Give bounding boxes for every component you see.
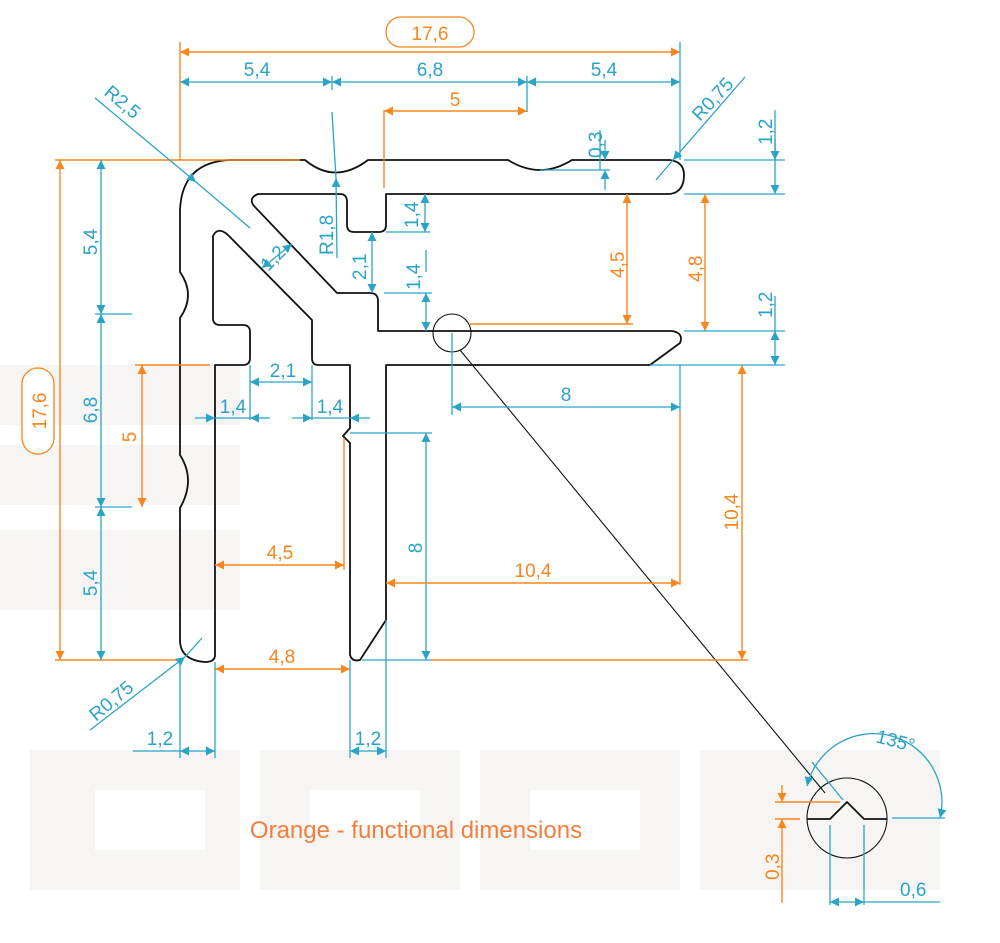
slot-lip-left-label: 1,4 — [220, 397, 247, 418]
slot-horizontal-dims: 2,1 1,4 1,4 — [195, 361, 370, 423]
slot-gap-h-label: 2,1 — [270, 361, 296, 382]
slot-gap-v-label: 2,1 — [350, 254, 371, 280]
left-dimensions: 17,6 5,4 6,8 5,4 5 — [21, 159, 300, 661]
detail-leader-line — [459, 349, 826, 794]
top-seg-mid-label: 6,8 — [417, 60, 443, 81]
left-seg-mid-label: 6,8 — [81, 397, 102, 423]
diagonal-thickness-label: 1,2 — [257, 242, 291, 276]
groove-depth-label: 0,3 — [586, 132, 607, 158]
left-wall-thickness-label: 1,2 — [147, 729, 173, 750]
vertical-arm-label: 8 — [406, 543, 427, 554]
slot-lip-top-label: 1,4 — [402, 201, 423, 228]
right-dimensions: 1,2 4,5 4,8 1,2 8 10,4 — [451, 110, 785, 660]
top-flange-thickness-label: 1,2 — [756, 119, 777, 145]
slot-lip-bottom-label: 1,4 — [404, 263, 425, 290]
angle-arc — [804, 733, 947, 819]
leg-length-v-label: 10,4 — [722, 493, 743, 530]
top-slot-opening-label: 5 — [450, 90, 461, 111]
horizontal-arm-label: 8 — [561, 385, 572, 406]
top-seg-right-label: 5,4 — [591, 60, 618, 81]
outer-radius-label: R2,5 — [100, 82, 144, 124]
overall-width-label: 17,6 — [412, 24, 449, 45]
notch-depth-label: 0,3 — [763, 854, 784, 880]
overall-height-label: 17,6 — [30, 393, 51, 430]
watermark — [0, 365, 940, 890]
inner-gap-h-45-label: 4,5 — [267, 543, 293, 564]
groove-radius-label: R1,8 — [317, 215, 338, 255]
bottom-dimensions: 1,2 1,2 — [133, 620, 387, 758]
slot-vertical-dims: 1,4 2,1 1,4 0,3 — [350, 130, 610, 331]
top-right-radius-label: R0,75 — [688, 74, 738, 125]
profile-outer-contour — [179, 159, 685, 663]
left-slot-opening-label: 5 — [120, 432, 141, 443]
slot-lip-right-label: 1,4 — [317, 397, 344, 418]
left-seg-bottom-label: 5,4 — [81, 569, 102, 596]
notch-width-label: 0,6 — [900, 880, 926, 901]
diagonal-thickness-dim — [261, 243, 293, 269]
profile-outline — [179, 159, 685, 663]
inner-gap-h-48-label: 4,8 — [269, 647, 295, 668]
leg-length-h-label: 10,4 — [515, 561, 552, 582]
top-seg-left-label: 5,4 — [244, 60, 271, 81]
inner-leg-dimensions: 8 4,5 10,4 4,8 — [215, 432, 748, 674]
top-dimensions: 17,6 5,4 6,8 5,4 5 — [179, 16, 681, 188]
inner-gap-v-45-label: 4,5 — [608, 252, 629, 278]
legend-text: Orange - functional dimensions — [250, 817, 582, 844]
bottom-left-radius-label: R0,75 — [86, 677, 138, 726]
inner-flange-thickness-label: 1,2 — [756, 292, 777, 318]
inner-leg-thickness-label: 1,2 — [355, 729, 381, 750]
notch-detail-view: 135° 0,3 0,6 — [763, 727, 947, 907]
left-seg-top-label: 5,4 — [81, 228, 102, 255]
inner-gap-v-48-label: 4,8 — [686, 256, 707, 282]
